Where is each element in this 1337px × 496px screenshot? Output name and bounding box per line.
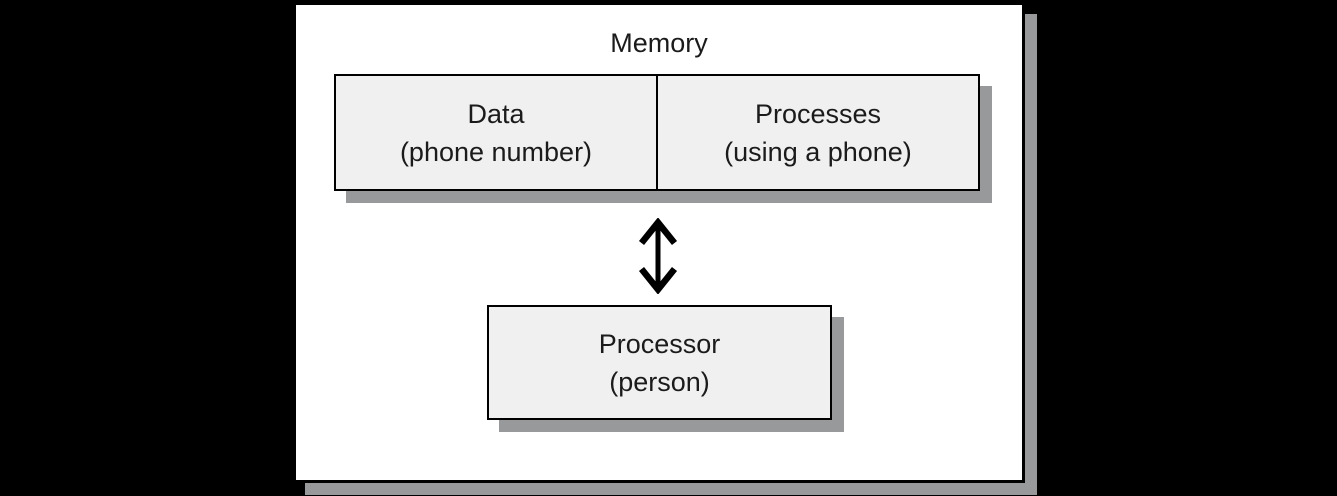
- processes-cell-title: Processes: [754, 98, 882, 129]
- memory-title: Memory: [610, 28, 708, 58]
- processes-cell-subtitle: (using a phone): [724, 136, 912, 167]
- data-cell-subtitle: (phone number): [399, 136, 593, 167]
- processor-box-subtitle: (person): [609, 366, 710, 397]
- processor-box-title: Processor: [598, 328, 721, 359]
- bidirectional-arrow-icon: [636, 217, 680, 295]
- processes-cell: Processes (using a phone): [658, 76, 978, 189]
- memory-box: Data (phone number) Processes (using a p…: [334, 74, 980, 191]
- data-cell: Data (phone number): [336, 76, 658, 189]
- data-cell-title: Data: [467, 98, 525, 129]
- figure-panel: Memory Data (phone number) Processes (us…: [293, 2, 1025, 483]
- processor-box: Processor (person): [487, 305, 832, 420]
